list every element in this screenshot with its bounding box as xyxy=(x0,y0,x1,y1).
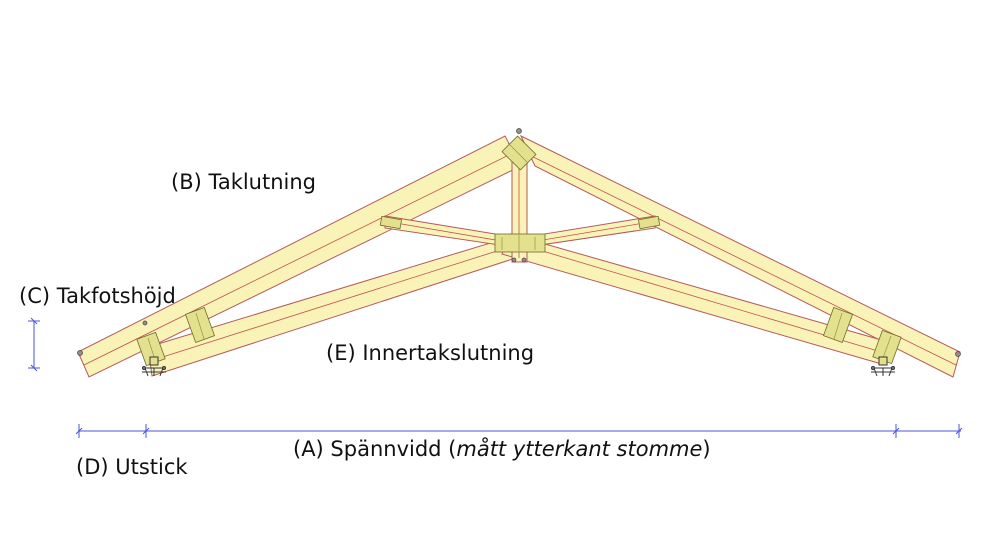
node-apex xyxy=(516,128,522,134)
node-center-a xyxy=(511,257,517,263)
support-right xyxy=(871,356,895,377)
label-overhang: (D) Utstick xyxy=(76,455,188,479)
label-span-prefix: (A) Spännvidd ( xyxy=(293,437,457,461)
label-span-note: mått ytterkant stomme xyxy=(456,437,703,461)
nail-plate-brace-left xyxy=(379,215,403,230)
nail-plate-apex xyxy=(501,135,537,171)
label-span-suffix: ) xyxy=(702,437,711,461)
dimension-span xyxy=(75,424,963,438)
node-left-eave xyxy=(77,350,83,356)
nail-plate-center xyxy=(494,233,546,253)
label-span: (A) Spännvidd (mått ytterkant stomme) xyxy=(293,439,711,460)
node-center-b xyxy=(521,257,527,263)
label-roof-pitch: (B) Taklutning xyxy=(171,170,317,194)
nail-plate-brace-right xyxy=(637,215,661,230)
dimension-eave-height xyxy=(28,317,40,372)
label-ceiling-pitch: (E) Innertakslutning xyxy=(326,341,535,365)
node-left-top xyxy=(142,320,148,326)
node-right-eave xyxy=(955,351,961,357)
label-eave-height: (C) Takfotshöjd xyxy=(19,284,176,308)
support-left xyxy=(142,356,166,377)
